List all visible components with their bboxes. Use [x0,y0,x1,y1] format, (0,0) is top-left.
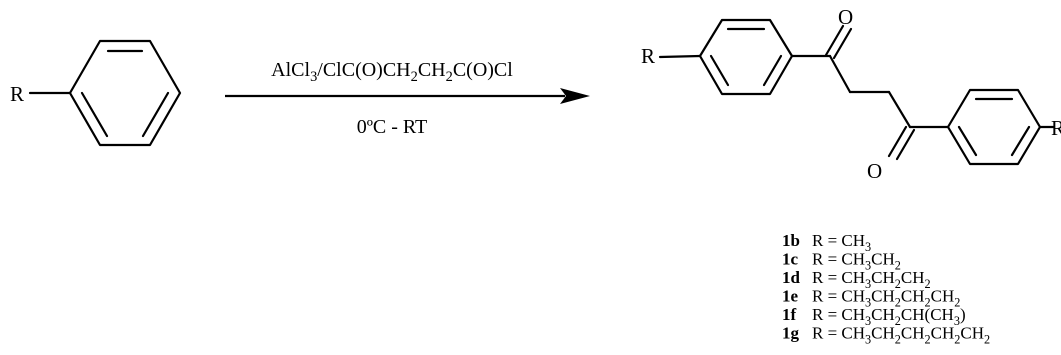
reactant-ring-double-bond [141,91,170,138]
condition-label: 0ºC - RT [357,116,428,138]
formula-subscript: 2 [925,296,931,310]
reagent-label: AlCl3/ClC(O)CH2CH2C(O)Cl [271,59,513,85]
formula-subscript: 3 [865,333,871,347]
formula-text: AlCl [271,59,310,81]
entry-id: 1e [782,287,799,306]
reaction-arrow-head [560,88,590,104]
formula-text: CH [871,250,895,269]
formula-subscript: 2 [925,333,931,347]
entry-id: 1d [782,268,801,287]
entry-formula: R = CH3CH2CH2CH2CH2 [812,324,990,347]
formula-text: CH [931,324,955,343]
product-left-substituent-bond [658,54,702,59]
formula-text: CH [418,59,446,81]
product-bottom-carbonyl-bond [887,125,908,158]
formula-subscript: 2 [895,259,901,273]
entry-id: 1f [782,305,797,324]
formula-text: R = CH [812,324,865,343]
formula-subscript: 3 [865,277,871,291]
entry-formula: R = CH3CH2CH2CH2 [812,287,960,310]
product-right-benzene-ring [946,88,1042,166]
formula-subscript: 2 [954,296,960,310]
formula-text: CH [960,324,984,343]
formula-text: ) [960,305,966,324]
formula-text: CH [901,324,925,343]
formula-text: R = CH [812,231,865,250]
formula-subscript: 3 [865,296,871,310]
formula-subscript: 2 [895,333,901,347]
product-left-ring-double-bond [709,54,730,87]
reaction-arrow-group: AlCl3/ClC(O)CH2CH2C(O)Cl 0ºC - RT [225,59,590,138]
formula-subscript: 3 [865,314,871,328]
formula-text: CH [901,287,925,306]
formula-text: R = CH [812,268,865,287]
formula-subscript: 2 [446,69,453,85]
formula-text: CH [871,324,895,343]
entry-formula: R = CH3CH2 [812,250,901,273]
formula-text: CH [871,287,895,306]
formula-text: /ClC(O)CH [317,59,410,81]
formula-subscript: 2 [895,296,901,310]
formula-text: R = CH [812,305,865,324]
formula-subscript: 2 [895,314,901,328]
product-top-oxygen-label: O [838,5,853,29]
product-left-substituent-label: R [641,44,655,68]
product-chain-bond [887,90,912,129]
formula-subscript: 2 [925,277,931,291]
formula-subscript: 3 [865,259,871,273]
product-top-carbonyl-bond [824,24,845,57]
product-right-ring-double-bond [1010,125,1031,157]
formula-subscript: 2 [984,333,990,347]
formula-text: CH [931,287,955,306]
formula-subscript: 3 [310,69,317,85]
formula-text: CH [871,305,895,324]
reactant-ring-double-bond [80,91,109,138]
product-top-carbonyl-bond [832,27,853,60]
formula-text: CH [901,268,925,287]
entry-formula: R = CH3CH2CH(CH3) [812,305,966,328]
product-bottom-carbonyl-bond [895,128,916,161]
entry-formula: R = CH3 [812,231,871,254]
formula-subscript: 3 [954,314,960,328]
product-chain-bond [828,54,852,94]
product-bottom-oxygen-label: O [867,159,882,183]
reactant-substituent-label: R [10,82,24,106]
formula-text: CH(CH [901,305,954,324]
formula-text: C(O)Cl [453,59,513,81]
product-right-ring-double-bond [957,125,978,157]
product-right-substituent-label: R [1051,116,1061,140]
entry-id: 1b [782,231,800,250]
formula-subscript: 2 [411,69,418,85]
formula-subscript: 2 [954,333,960,347]
product-molecule: R O O R [641,5,1061,183]
formula-text: R = CH [812,287,865,306]
reactant-benzene-ring [68,39,182,147]
formula-text: CH [871,268,895,287]
product-left-benzene-ring [698,18,794,96]
formula-subscript: 2 [895,277,901,291]
entry-id: 1g [782,324,800,343]
entry-formula: R = CH3CH2CH2 [812,268,931,291]
product-left-ring-double-bond [762,54,783,87]
formula-subscript: 3 [865,240,871,254]
formula-text: R = CH [812,250,865,269]
entry-id: 1c [782,250,799,269]
reactant-benzene: R [10,39,182,147]
